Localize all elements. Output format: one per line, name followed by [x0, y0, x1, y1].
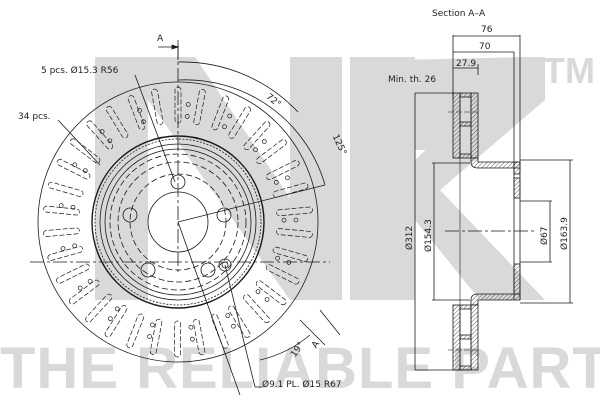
dim-center-bore: Ø67: [540, 226, 550, 245]
dim-min-thickness: Min. th. 26: [388, 75, 437, 85]
section-marker-top: A: [157, 34, 164, 44]
slots-callout: 34 pcs.: [18, 112, 51, 122]
watermark-tagline: THE RELIABLE PART: [0, 336, 600, 400]
small-holes-callout: Ø9.1 PL. Ø15 R67: [262, 380, 342, 390]
dim-hat-height: 70: [479, 42, 491, 52]
dim-overall-height: 76: [481, 25, 493, 35]
section-title: Section A–A: [432, 9, 486, 19]
trademark-mark: TM: [543, 50, 595, 91]
dim-outer-diameter: Ø312: [405, 225, 415, 250]
dim-hat-inner-diameter: Ø154.3: [424, 219, 434, 252]
dim-friction-thickness: 27.9: [456, 59, 477, 69]
bolt-holes-callout: 5 pcs. Ø15.3 R56: [41, 66, 119, 76]
dim-hat-outer-diameter: Ø163.9: [560, 217, 570, 250]
